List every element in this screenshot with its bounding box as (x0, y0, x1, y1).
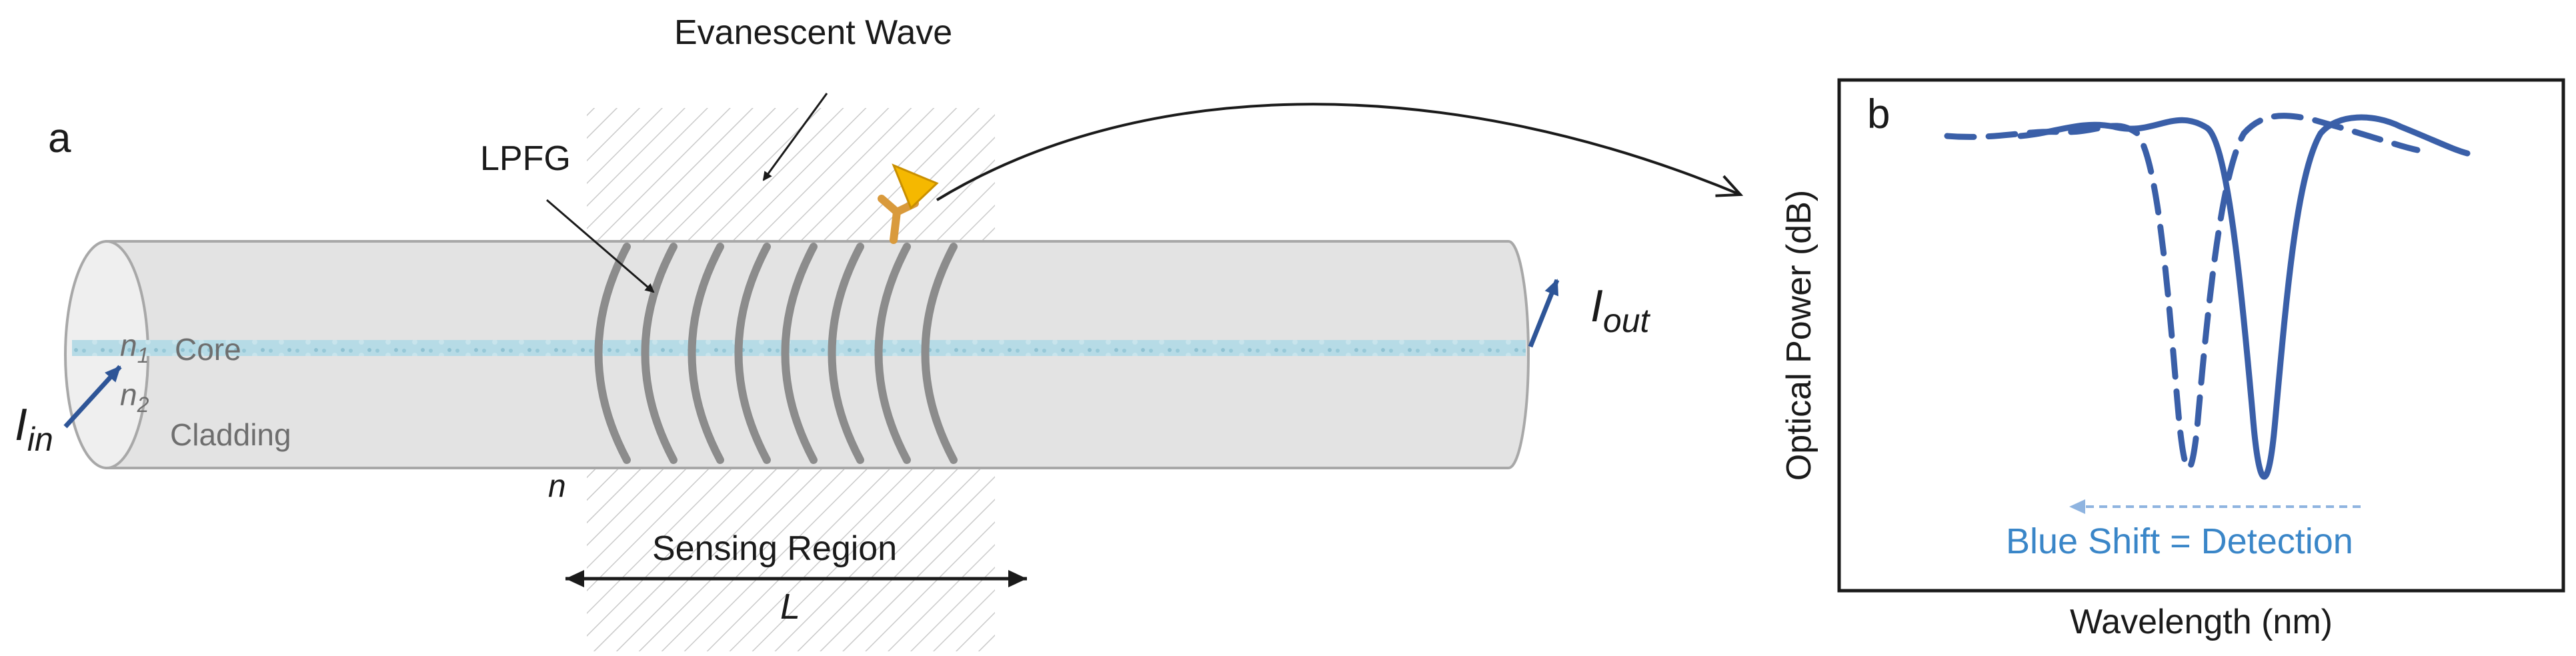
n2-label: n2 (120, 377, 149, 417)
output-light-arrow (1528, 279, 1560, 348)
input-light-arrow (63, 365, 122, 429)
n1-label: n1 (120, 328, 149, 367)
panel-b-letter: b (1867, 91, 1890, 137)
iout-label: Iout (1590, 281, 1651, 339)
spectrum-plot-frame (1837, 78, 2565, 593)
link-arrow-to-panel-b (936, 103, 1740, 201)
shifted-spectrum-curve (1944, 113, 2421, 471)
n-label: n (548, 469, 566, 504)
blue-shift-label: Blue Shift = Detection (2006, 521, 2353, 561)
lpfg-arrow (546, 199, 655, 293)
lpfg-grating (594, 243, 958, 464)
panel-a-letter: a (48, 115, 71, 161)
iin-label: Iin (15, 399, 53, 458)
fiber-core (72, 340, 1526, 356)
original-spectrum-curve (2017, 114, 2471, 480)
lpfg-label: LPFG (480, 139, 571, 178)
cladding-label: Cladding (170, 417, 291, 452)
sensing-region-label: Sensing Region (652, 529, 897, 568)
antigen-icon (892, 163, 939, 210)
y-axis-label: Optical Power (dB) (1780, 190, 1818, 481)
evanescent-wave-arrow (762, 93, 828, 181)
core-label: Core (175, 332, 241, 367)
evanescent-wave-label: Evanescent Wave (674, 13, 952, 52)
length-label: L (780, 587, 800, 627)
x-axis-label: Wavelength (nm) (2070, 603, 2333, 641)
